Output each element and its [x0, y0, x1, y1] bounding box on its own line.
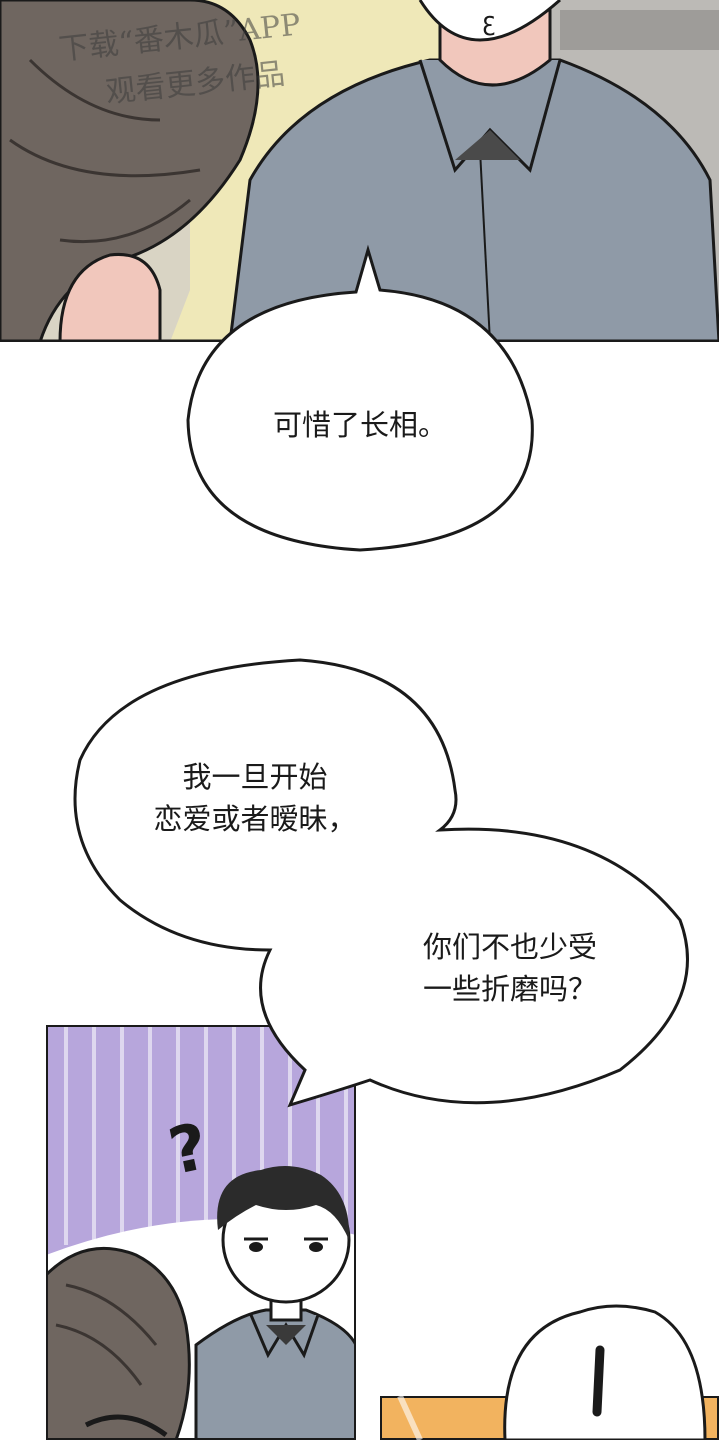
bubble-2-line2: 恋爱或者暧昧，: [153, 802, 357, 836]
speech-bubble-1: [186, 244, 534, 552]
bubble-3-line2: 一些折磨吗？: [422, 972, 597, 1006]
svg-text:ꜫ: ꜫ: [482, 7, 496, 37]
speech-bubble-4: [503, 1304, 707, 1440]
bubble-2-text: 我一旦开始 恋爱或者暧昧，: [90, 756, 420, 840]
bubble-3-line1: 你们不也少受: [422, 930, 597, 964]
panel-bottom-left: ?: [46, 1025, 356, 1440]
panel-top: ꜫ 下载“番木瓜”APP 观看更多作品: [0, 0, 719, 342]
bubble-1-line1: 可惜了长相。: [272, 408, 447, 442]
panel-top-art: ꜫ: [0, 0, 719, 342]
panel-bottom-left-art: [46, 1025, 356, 1440]
speech-bubble-2: [73, 658, 689, 1108]
bubble-2-line1: 我一旦开始: [182, 760, 328, 794]
bubble-1-text: 可惜了长相。: [190, 404, 530, 446]
bubble-3-text: 你们不也少受 一些折磨吗？: [345, 926, 675, 1010]
